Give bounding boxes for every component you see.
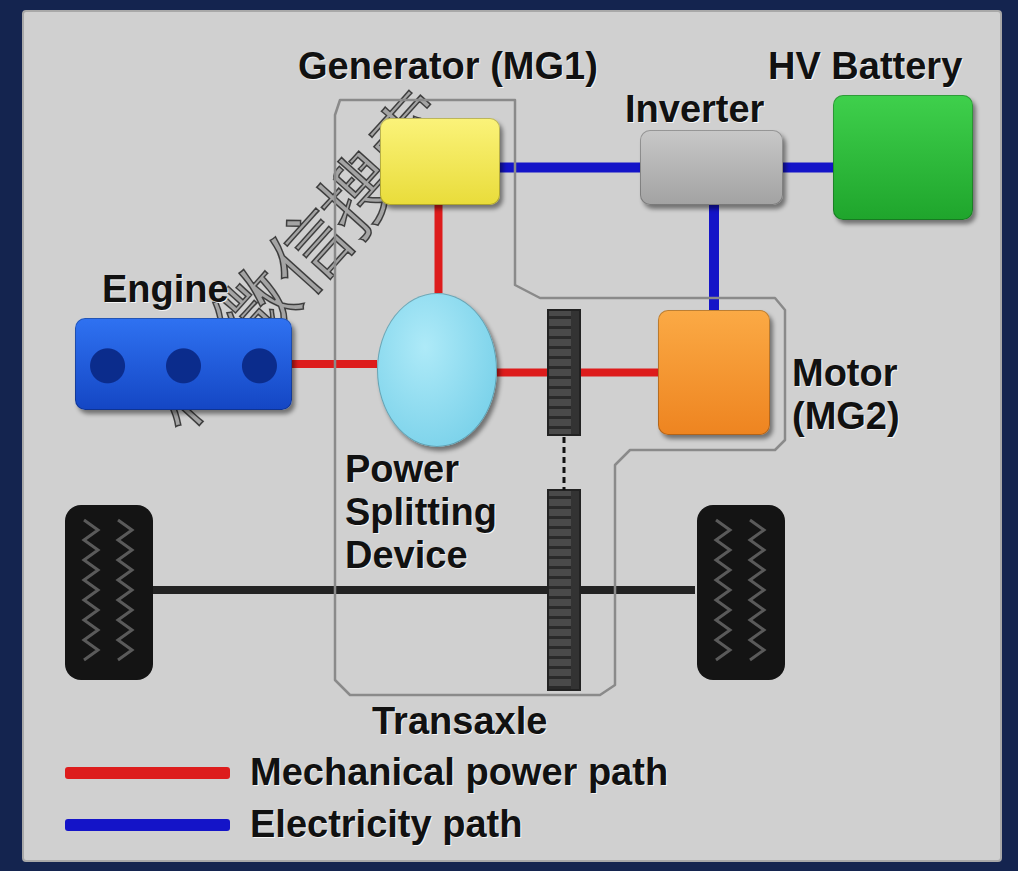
battery-node: HV Battery <box>833 95 973 220</box>
generator-node: Generator (MG1) <box>380 118 500 205</box>
battery-box <box>833 95 973 220</box>
part-label: Power Splitting Device <box>345 448 560 577</box>
electric-path <box>783 163 833 173</box>
part-label: Motor (MG2) <box>792 352 967 438</box>
part-label: Generator (MG1) <box>298 45 598 88</box>
motor-box <box>658 310 770 435</box>
wheel <box>65 505 153 680</box>
outline-path <box>335 100 785 695</box>
legend-label: Electricity path <box>250 803 522 846</box>
electric-path <box>709 205 719 310</box>
part-label: HV Battery <box>768 45 962 88</box>
engine-node: Engine <box>75 318 292 410</box>
inverter-box <box>640 130 783 205</box>
axle <box>150 586 695 594</box>
tread-stroke <box>750 520 764 660</box>
inverter-node: Inverter <box>640 130 783 205</box>
gear <box>548 310 580 435</box>
part-label: Engine <box>102 268 229 311</box>
electric-path <box>500 163 640 173</box>
part-label: Transaxle <box>372 700 547 743</box>
generator-box <box>380 118 500 205</box>
power-split-node: Power Splitting Device <box>377 293 497 447</box>
legend-swatch <box>65 767 230 779</box>
legend-swatch <box>65 819 230 831</box>
mechanical-path <box>435 205 443 293</box>
motor-node: Motor (MG2) <box>658 310 770 435</box>
tread-stroke <box>716 520 730 660</box>
tread-stroke <box>84 520 98 660</box>
tread-stroke <box>118 520 132 660</box>
power-split-ellipse <box>377 293 497 447</box>
engine-box <box>75 318 292 410</box>
wheel <box>697 505 785 680</box>
part-label: Inverter <box>625 88 764 131</box>
gear <box>548 490 580 690</box>
legend-label: Mechanical power path <box>250 751 668 794</box>
gear-mesh-line <box>563 437 566 490</box>
